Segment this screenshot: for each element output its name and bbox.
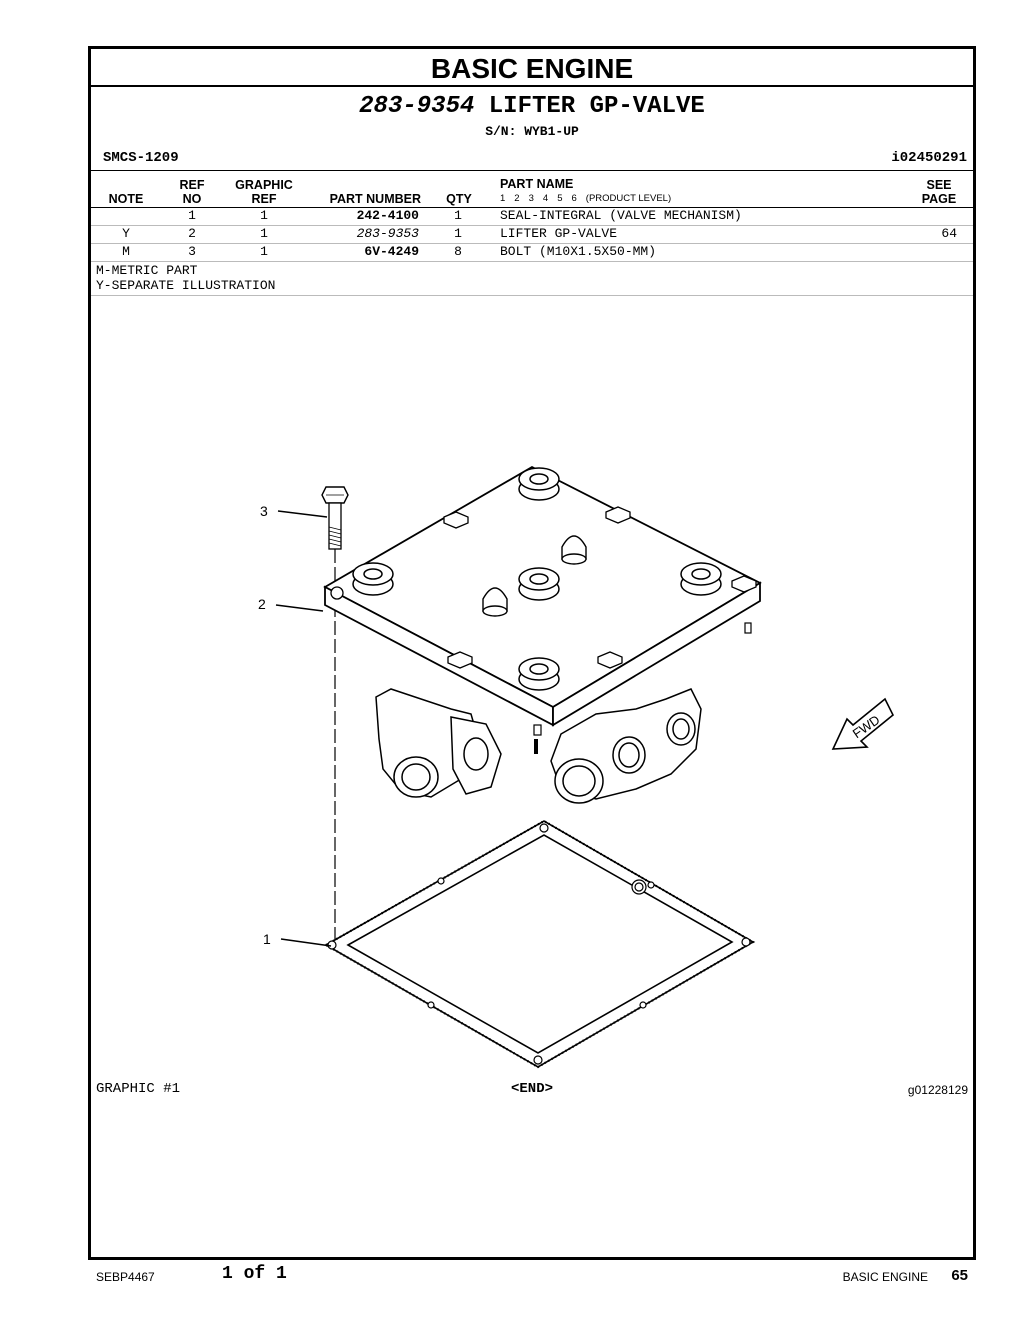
cell-note: M (122, 244, 130, 259)
footer-page-number: 65 (951, 1267, 968, 1284)
footer-section: BASIC ENGINE (842, 1270, 928, 1284)
lifter-plate (323, 465, 762, 736)
divider (91, 207, 973, 208)
cell-ref: 1 (188, 208, 196, 223)
cell-part-name: BOLT (M10X1.5X50-MM) (500, 244, 657, 259)
cell-part-number: 242-4100 (356, 208, 419, 223)
callout-leaders (275, 510, 332, 947)
group-title: 283-9354 LIFTER GP-VALVE (91, 93, 973, 120)
col-graphic-top: GRAPHIC (235, 178, 293, 192)
cell-ref: 2 (188, 226, 196, 241)
group-number: 283-9354 (359, 93, 475, 120)
integral-seal (323, 819, 756, 1069)
divider (91, 295, 973, 296)
cell-see-page: 64 (941, 226, 957, 241)
cell-qty: 8 (454, 244, 462, 259)
graphic-label: GRAPHIC #1 (96, 1081, 181, 1097)
illustration-id: i02450291 (891, 150, 967, 166)
col-ref-top: REF (179, 178, 205, 192)
col-ref-bottom: NO (182, 192, 202, 206)
col-qty: QTY (446, 192, 472, 206)
cell-graphic-ref: 1 (260, 244, 268, 259)
section-title: BASIC ENGINE (91, 49, 973, 87)
legend-metric: M-METRIC PART (96, 263, 198, 278)
serial-number: S/N: WYB1-UP (485, 124, 579, 139)
cell-qty: 1 (454, 226, 462, 241)
table-row: 1 1 242-4100 1 SEAL-INTEGRAL (VALVE MECH… (91, 207, 973, 225)
legend-separate: Y-SEPARATE ILLUSTRATION (96, 278, 276, 293)
divider (91, 170, 973, 171)
cell-part-name: SEAL-INTEGRAL (VALVE MECHANISM) (500, 208, 742, 223)
col-see-top: SEE (926, 178, 952, 192)
level-3: 3 (528, 193, 534, 204)
footer-page-of: 1 of 1 (222, 1264, 287, 1284)
table-row: Y 2 1 283-9353 1 LIFTER GP-VALVE 64 (91, 225, 973, 243)
exploded-view-illustration: 3 2 1 FWD (258, 465, 895, 1069)
level-2: 2 (514, 193, 520, 204)
level-6: 6 (571, 193, 577, 204)
cell-graphic-ref: 1 (260, 226, 268, 241)
graphic-number: g01228129 (907, 1083, 968, 1097)
end-marker: <END> (510, 1081, 553, 1097)
bolt-part (321, 486, 349, 550)
col-part-number: PART NUMBER (329, 192, 421, 206)
forward-arrow-icon: FWD (831, 697, 895, 750)
callout-2: 2 (258, 596, 266, 612)
page-frame: BASIC ENGINE 283-9354 LIFTER GP-VALVE S/… (88, 46, 976, 1260)
row-divider (91, 225, 973, 226)
cell-graphic-ref: 1 (260, 208, 268, 223)
col-part-name: PART NAME (500, 177, 574, 191)
cell-note: Y (122, 226, 130, 241)
callout-1: 1 (263, 931, 271, 947)
callout-3: 3 (260, 503, 268, 519)
cell-part-number: 283-9353 (356, 226, 419, 241)
level-4: 4 (542, 193, 549, 204)
row-divider (91, 243, 973, 244)
row-divider (91, 261, 973, 262)
level-label: (PRODUCT LEVEL) (585, 193, 672, 204)
col-graphic-bottom: REF (251, 192, 277, 206)
rocker-arms (375, 688, 702, 804)
smcs-code: SMCS-1209 (103, 150, 179, 166)
col-note: NOTE (108, 192, 144, 206)
table-row: M 3 1 6V-4249 8 BOLT (M10X1.5X50-MM) (91, 243, 973, 261)
footer-doc-number: SEBP4467 (96, 1270, 155, 1284)
cell-qty: 1 (454, 208, 462, 223)
cell-part-number: 6V-4249 (364, 244, 419, 259)
level-5: 5 (557, 193, 563, 204)
cell-part-name: LIFTER GP-VALVE (500, 226, 618, 241)
cell-ref: 3 (188, 244, 196, 259)
col-see-bottom: PAGE (921, 192, 957, 206)
group-name: LIFTER GP-VALVE (488, 93, 705, 120)
level-1: 1 (500, 193, 506, 204)
